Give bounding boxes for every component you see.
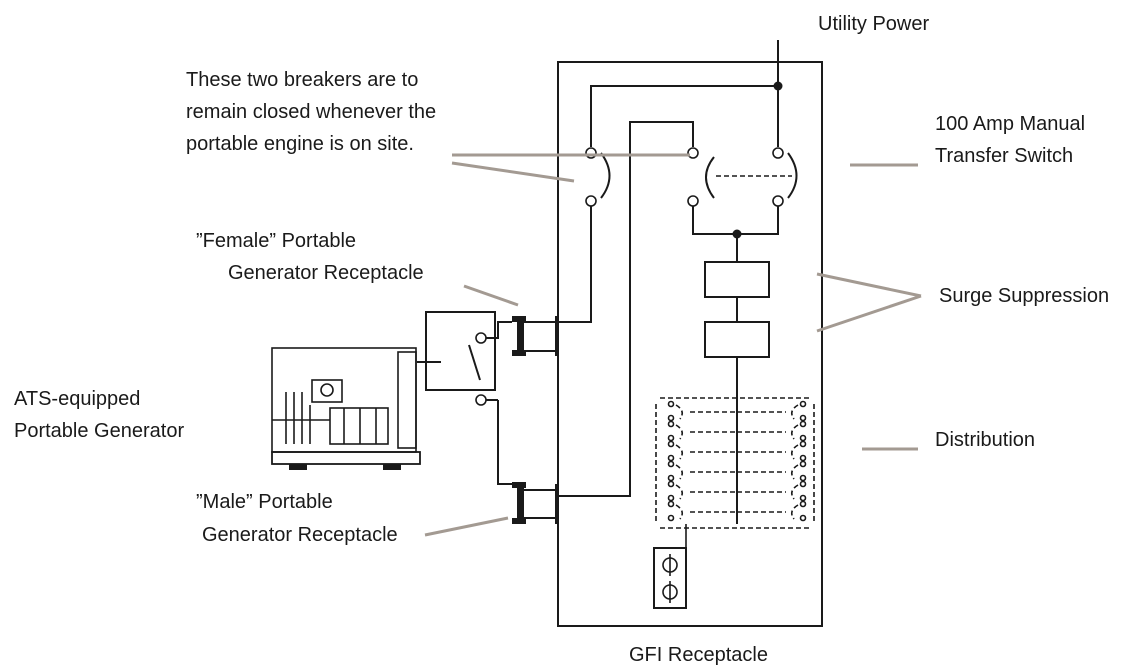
transfer-switch-label-line-2: Transfer Switch <box>935 145 1073 167</box>
gfi-receptacle-label: GFI Receptacle <box>629 644 768 666</box>
male-receptacle <box>512 482 557 524</box>
distribution-breaker-row <box>667 460 807 482</box>
portable-generator-drawing <box>271 347 421 470</box>
male-feed-wire <box>556 420 631 497</box>
utility-power-label: Utility Power <box>818 13 929 35</box>
utility-feed <box>590 40 783 147</box>
distribution-panel <box>655 397 815 529</box>
male-receptacle-label-line-1: ”Male” Portable <box>196 491 333 513</box>
generator-ats-box <box>417 311 512 485</box>
distribution-label: Distribution <box>935 429 1035 451</box>
panel-enclosure <box>557 61 823 627</box>
breaker-pair <box>556 121 798 420</box>
breakers-note-line-2: remain closed whenever the <box>186 101 436 123</box>
female-receptacle <box>512 316 557 356</box>
gfi-receptacle-symbol <box>653 524 687 609</box>
female-receptacle-label-line-2: Generator Receptacle <box>228 262 424 284</box>
leader-lines <box>424 153 922 537</box>
distribution-breaker-row <box>667 400 807 422</box>
breakers-note-line-1: These two breakers are to <box>186 69 418 91</box>
distribution-breaker-row <box>667 480 807 502</box>
distribution-breaker-row <box>667 440 807 462</box>
surge-suppression-units <box>704 234 770 524</box>
transfer-switch-label-line-1: 100 Amp Manual <box>935 113 1085 135</box>
distribution-breaker-row <box>667 500 807 522</box>
surge-suppression-label: Surge Suppression <box>939 285 1109 307</box>
ats-generator-label-line-2: Portable Generator <box>14 420 184 442</box>
breakers-note-line-3: portable engine is on site. <box>186 133 414 155</box>
male-receptacle-label-line-2: Generator Receptacle <box>202 524 398 546</box>
ats-generator-label-line-1: ATS-equipped <box>14 388 140 410</box>
female-receptacle-label-line-1: ”Female” Portable <box>196 230 356 252</box>
distribution-breaker-row <box>667 420 807 442</box>
